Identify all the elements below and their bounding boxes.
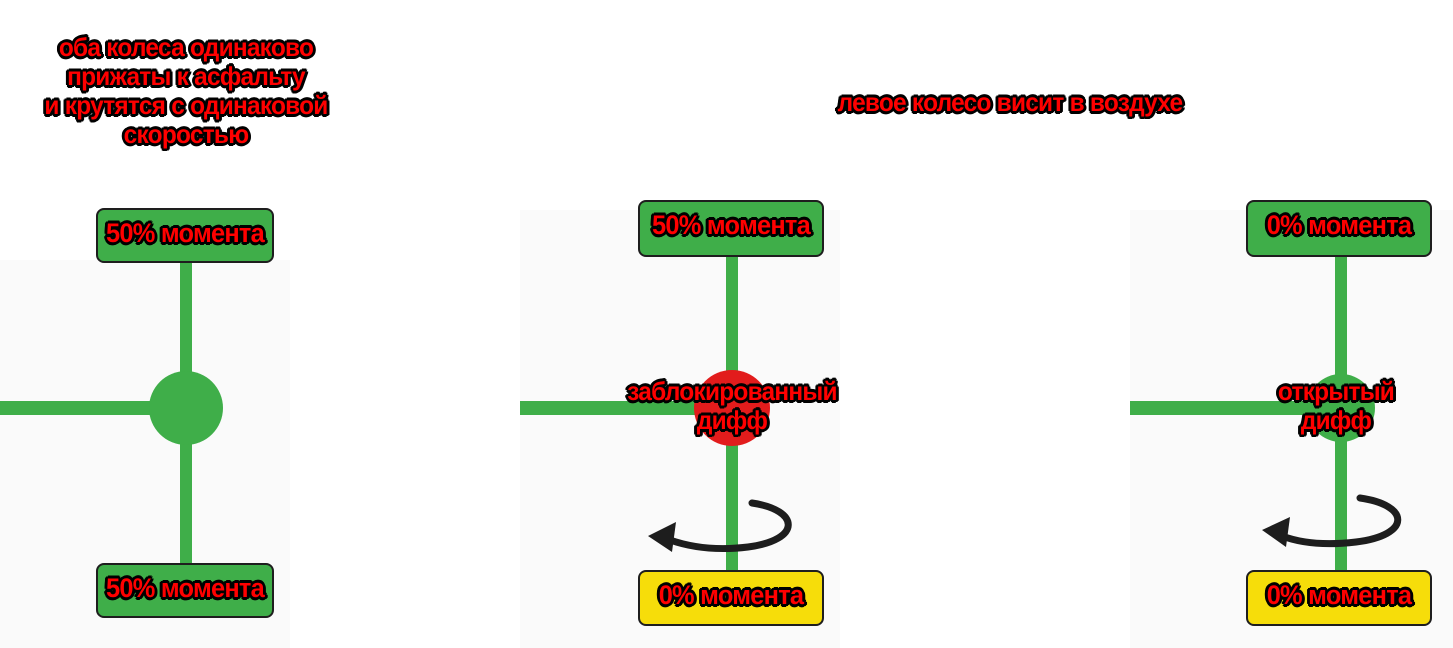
diff-label-line: дифф bbox=[696, 405, 768, 435]
airborne-wheel-caption: левое колесо висит в воздухе bbox=[837, 87, 1183, 117]
left-panel-caption: оба колеса одинаково прижаты к асфальту … bbox=[21, 33, 352, 149]
diff-label-line: заблокированный bbox=[627, 376, 837, 406]
diff-label-line: дифф bbox=[1300, 405, 1372, 435]
wheel-torque-label: 50% момента bbox=[106, 573, 265, 603]
rotation-arrow-icon bbox=[1262, 494, 1402, 548]
wheel-torque-label: 50% момента bbox=[652, 210, 811, 240]
rotation-arrow-icon bbox=[648, 499, 792, 553]
right-top-wheel: 0% момента bbox=[1246, 200, 1432, 257]
wheel-torque-label: 0% момента bbox=[658, 580, 804, 610]
locked-diff-label: заблокированный дифф bbox=[600, 377, 863, 435]
left-differential bbox=[149, 371, 223, 445]
caption-line: оба колеса одинаково bbox=[58, 32, 314, 62]
caption-line: и крутятся с одинаковой bbox=[44, 90, 328, 120]
open-differential bbox=[1307, 374, 1375, 442]
open-diff-label: открытый дифф bbox=[1242, 377, 1430, 435]
middle-top-wheel: 50% момента bbox=[638, 200, 824, 257]
left-top-wheel: 50% момента bbox=[96, 208, 274, 263]
right-drivetrain bbox=[1130, 255, 1402, 570]
caption-line: прижаты к асфальту bbox=[67, 61, 306, 91]
middle-bottom-wheel: 0% момента bbox=[638, 570, 824, 626]
caption-line: скоростью bbox=[123, 119, 249, 149]
right-bottom-wheel: 0% момента bbox=[1246, 570, 1432, 626]
left-bottom-wheel: 50% момента bbox=[96, 563, 274, 618]
middle-drivetrain bbox=[520, 255, 792, 570]
left-drivetrain bbox=[0, 262, 223, 565]
wheel-torque-label: 0% момента bbox=[1266, 580, 1412, 610]
wheel-torque-label: 0% момента bbox=[1266, 210, 1412, 240]
wheel-torque-label: 50% момента bbox=[106, 218, 265, 248]
diff-label-line: открытый bbox=[1277, 376, 1395, 406]
locked-differential bbox=[694, 370, 770, 446]
